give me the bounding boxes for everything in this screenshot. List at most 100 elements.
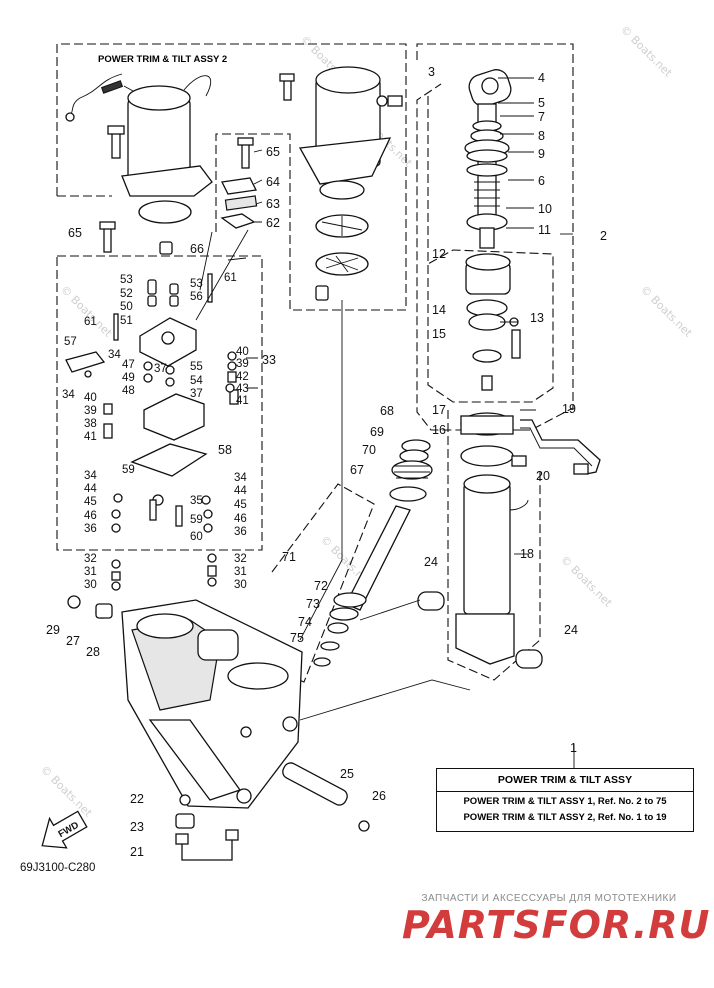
callout: 40 — [236, 346, 249, 358]
callout: 45 — [234, 499, 247, 511]
callout: 41 — [236, 395, 249, 407]
callout: 22 — [130, 792, 144, 806]
callout: 18 — [520, 547, 534, 561]
callout: 56 — [190, 291, 203, 303]
callout: 34 — [108, 349, 121, 361]
callout: 53 — [190, 278, 203, 290]
callout: 7 — [538, 110, 545, 124]
callout: 48 — [122, 385, 135, 397]
callout: 60 — [190, 531, 203, 543]
callout: 55 — [190, 361, 203, 373]
callout: 44 — [234, 485, 247, 497]
callout: 44 — [84, 483, 97, 495]
group-boundaries — [56, 43, 574, 683]
callout: 12 — [432, 247, 446, 261]
svg-text:© Boats.net: © Boats.net — [638, 283, 695, 340]
valve-group-boundary — [427, 96, 554, 403]
callout: 31 — [234, 566, 247, 578]
callout: 46 — [84, 510, 97, 522]
callout: 6 — [538, 174, 545, 188]
callout: 34 — [234, 472, 247, 484]
callout: 70 — [362, 443, 376, 457]
callout: 30 — [84, 579, 97, 591]
callout-1: 1 — [570, 741, 577, 755]
callout: 61 — [224, 272, 237, 284]
callout: 34 — [62, 389, 75, 401]
callout: 36 — [84, 523, 97, 535]
callout: 32 — [234, 553, 247, 565]
callout: 68 — [380, 404, 394, 418]
legend-line-1: POWER TRIM & TILT ASSY 1, Ref. No. 2 to … — [463, 796, 667, 807]
piston-rod-group — [313, 439, 433, 667]
callout: 2 — [600, 229, 607, 243]
callout: 5 — [538, 96, 545, 110]
callout: 36 — [234, 526, 247, 538]
callout: 27 — [66, 634, 80, 648]
callout-numbers: 3 4 5 7 8 9 6 10 11 2 12 13 14 15 17 16 … — [46, 65, 607, 859]
callout: 71 — [282, 550, 296, 564]
callout: 23 — [130, 820, 144, 834]
callout: 51 — [120, 315, 133, 327]
callout: 73 — [306, 597, 320, 611]
callout: 41 — [84, 431, 97, 443]
callout: 8 — [538, 129, 545, 143]
trim-bracket — [67, 595, 370, 861]
assy2-label: POWER TRIM & TILT ASSY 2 — [98, 54, 228, 65]
callout: 43 — [236, 383, 249, 395]
callout: 10 — [538, 202, 552, 216]
legend-title: POWER TRIM & TILT ASSY — [437, 769, 693, 792]
callout: 45 — [84, 496, 97, 508]
callout: 61 — [84, 316, 97, 328]
callout: 34 — [84, 470, 97, 482]
callout: 66 — [190, 242, 204, 256]
callout: 11 — [538, 223, 551, 237]
callout: 64 — [266, 175, 280, 189]
callout: 16 — [432, 423, 446, 437]
callout: 15 — [432, 327, 446, 341]
assy2-boundary — [56, 43, 407, 311]
manifold-group — [65, 229, 249, 591]
assy2-right-boundary — [416, 43, 574, 431]
diagram-ref-code: 69J3100-C280 — [20, 862, 96, 874]
callout: 17 — [432, 403, 446, 417]
callout: 74 — [298, 615, 312, 629]
tilt-cylinder-assembly — [417, 69, 601, 669]
promo-text: ЗАПЧАСТИ И АКСЕССУАРЫ ДЛЯ МОТОТЕХНИКИ — [421, 893, 677, 904]
callout: 32 — [84, 553, 97, 565]
callout: 59 — [190, 514, 203, 526]
callout: 25 — [340, 767, 354, 781]
callout: 63 — [266, 197, 280, 211]
svg-text:© Boats.net: © Boats.net — [558, 553, 615, 610]
callout: 62 — [266, 216, 280, 230]
callout: 75 — [290, 631, 304, 645]
callout: 31 — [84, 566, 97, 578]
callout: 52 — [120, 288, 133, 300]
callout: 24 — [564, 623, 578, 637]
callout: 38 — [84, 418, 97, 430]
callout: 35 — [190, 495, 203, 507]
callout: 72 — [314, 579, 328, 593]
callout: 9 — [538, 147, 545, 161]
callout: 29 — [46, 623, 60, 637]
callout: 37 — [190, 388, 203, 400]
motor-assembly — [65, 73, 213, 224]
legend-line-2: POWER TRIM & TILT ASSY 2, Ref. No. 1 to … — [463, 812, 667, 823]
callout: 24 — [424, 555, 438, 569]
callout: 42 — [236, 371, 249, 383]
callout: 67 — [350, 463, 364, 477]
callout: 39 — [236, 358, 249, 370]
callout: 33 — [262, 353, 276, 367]
callout: 59 — [122, 464, 135, 476]
leader-lines — [227, 77, 575, 768]
callout: 28 — [86, 645, 100, 659]
manifold-boundary — [56, 255, 263, 551]
callout: 58 — [218, 443, 232, 457]
svg-text:© Boats.net: © Boats.net — [618, 23, 675, 80]
callout: 47 — [122, 359, 135, 371]
brand-logo[interactable]: PARTSFOR.RU — [402, 903, 711, 947]
cylinder-boundary — [447, 410, 541, 681]
callout: 40 — [84, 392, 97, 404]
callout: 4 — [538, 71, 545, 85]
callout: 19 — [562, 402, 576, 416]
